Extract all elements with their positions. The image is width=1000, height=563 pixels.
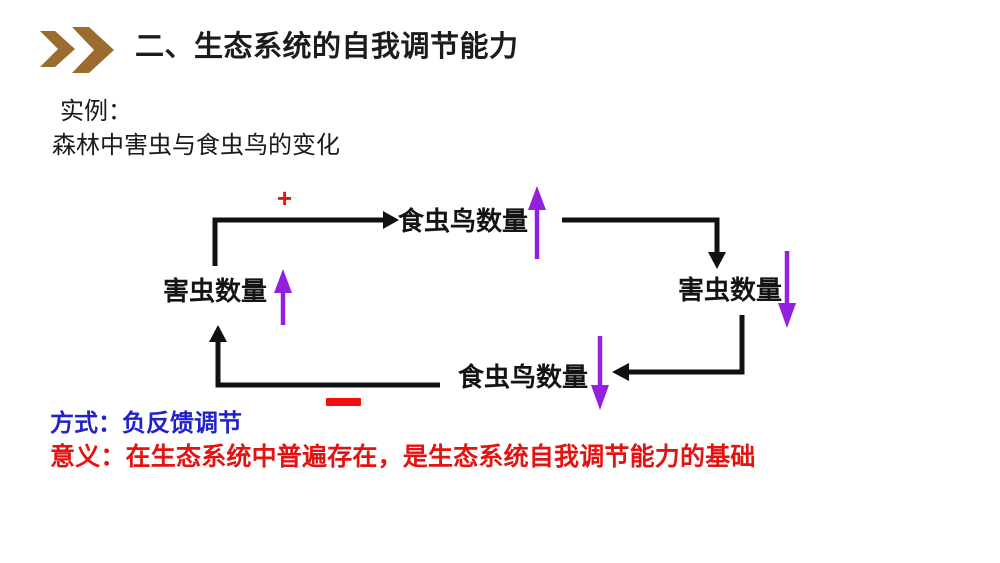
double-chevron-icon	[40, 27, 114, 73]
arrow-right-to-bottom	[612, 315, 745, 381]
page-title: 二、生态系统的自我调节能力	[135, 31, 519, 63]
example-text: 森林中害虫与食虫鸟的变化	[52, 132, 340, 159]
node-pest-count-right: 害虫数量	[678, 275, 783, 305]
example-label: 实例：	[60, 98, 132, 125]
trend-up-arrow-icon	[528, 186, 546, 259]
method-text: 方式：负反馈调节	[50, 410, 242, 437]
node-pest-count-left: 害虫数量	[163, 276, 268, 306]
node-bird-count-top: 食虫鸟数量	[398, 206, 529, 236]
minus-sign	[326, 398, 361, 406]
arrow-bottom-to-left	[209, 325, 440, 388]
arrow-left-to-top	[212, 211, 399, 266]
trend-down-arrow-icon	[591, 336, 609, 410]
plus-sign: +	[277, 183, 293, 213]
chevron-icon	[72, 27, 114, 73]
arrow-top-to-right	[562, 217, 726, 269]
node-bird-count-bottom: 食虫鸟数量	[458, 362, 589, 392]
meaning-text: 意义：在生态系统中普遍存在，是生态系统自我调节能力的基础	[50, 443, 756, 471]
chevron-icon	[40, 31, 75, 67]
trend-up-arrow-icon	[274, 269, 292, 325]
